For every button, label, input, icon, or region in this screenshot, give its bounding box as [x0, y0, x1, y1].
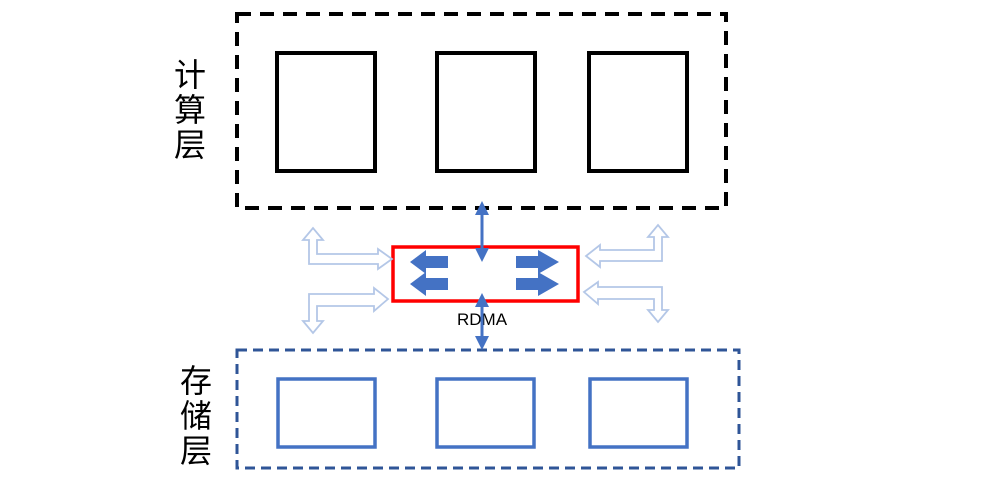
side-arrow-left-top-icon: [301, 226, 394, 271]
switch-left-arrow-icon: [410, 272, 448, 296]
side-arrow-right-top-icon: [584, 223, 670, 269]
compute-to-switch-arrow-icon: [475, 201, 489, 262]
storage-node-2: [435, 377, 536, 449]
compute-node-1: [275, 51, 377, 173]
storage-layer-container: [235, 348, 741, 470]
storage-layer-label-3: 层: [180, 432, 212, 470]
compute-layer-label-2: 算: [174, 91, 206, 129]
switch-left-arrow-icon: [410, 250, 448, 274]
compute-node-3: [587, 51, 689, 173]
storage-layer-label-1: 存: [180, 362, 212, 400]
switch-right-arrow-icon: [516, 272, 559, 296]
side-arrow-right-bottom-icon: [582, 280, 670, 324]
compute-layer-label-1: 计: [174, 56, 206, 94]
switch-to-storage-arrow-icon: [475, 293, 489, 350]
storage-node-1: [276, 377, 377, 449]
side-arrow-left-bottom-icon: [301, 286, 390, 335]
switch-right-arrow-icon: [516, 250, 559, 274]
storage-layer-label-2: 储: [180, 397, 212, 435]
compute-node-2: [435, 51, 537, 173]
compute-layer-label-3: 层: [174, 126, 206, 164]
storage-node-3: [588, 377, 689, 449]
